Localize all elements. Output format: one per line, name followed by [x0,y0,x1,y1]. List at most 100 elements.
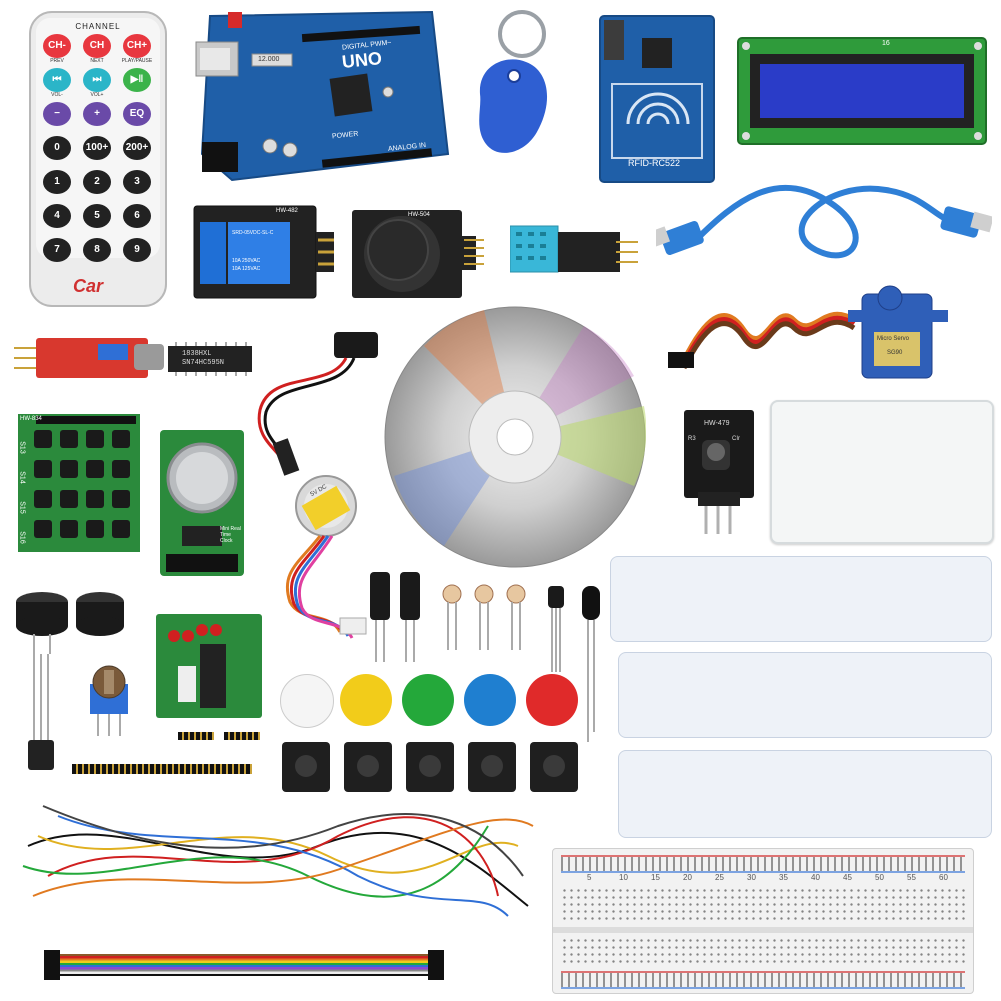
remote-button-face: − [43,102,71,126]
breadboard-column-number: 20 [683,873,692,882]
arduino-uno-board: UNO DIGITAL PWM~ ANALOG IN POWER 12.000 [192,4,450,184]
button-cap-yellow [340,674,392,726]
remote-button-face: EQ [123,102,151,126]
lcd-pin-label: 16 [882,40,890,47]
breadboard-holes-lower [561,937,965,967]
tactile-push-buttons [282,740,582,796]
remote-button[interactable]: − [38,100,76,132]
remote-button[interactable]: 200+ [118,134,156,166]
keypad-key[interactable] [34,520,52,538]
remote-button[interactable]: 5 [78,202,116,234]
keypad-key[interactable] [86,490,104,508]
remote-button-sublabel: VOL- [51,92,63,98]
remote-button[interactable]: CH-PREV [38,32,76,64]
ir-module-model: HW-479 [704,420,730,427]
keypad-key[interactable] [86,460,104,478]
remote-button[interactable]: 4 [38,202,76,234]
remote-button-face: 200+ [123,136,151,160]
breadboard-column-number: 15 [651,873,660,882]
keypad-key[interactable] [112,430,130,448]
tactile-button [406,742,454,792]
remote-button[interactable]: EQ [118,100,156,132]
jumper-wires-bundle [22,805,534,917]
remote-button[interactable]: ⏭VOL+ [78,66,116,98]
breadboard-holes-upper [561,887,965,923]
keypad-key[interactable] [86,430,104,448]
remote-button[interactable]: 7 [38,236,76,268]
pin-header-short-1 [178,732,214,740]
remote-button-face: 4 [43,204,71,228]
rfid-keyfob-tag [468,4,558,164]
remote-header: CHANNEL [75,22,121,31]
keypad-key[interactable] [34,430,52,448]
joystick-model-label: HW-504 [408,212,430,218]
keypad-key[interactable] [60,430,78,448]
breadboard-column-number: 45 [843,873,852,882]
keypad-key[interactable] [60,460,78,478]
remote-button[interactable]: 0 [38,134,76,166]
remote-button-face: 8 [83,238,111,262]
remote-button[interactable]: 1 [38,168,76,200]
breadboard-column-number: 30 [747,873,756,882]
remote-button-face: CH+ [123,34,151,58]
rfid-module-label: RFID-RC522 [628,158,681,168]
keypad-key[interactable] [112,490,130,508]
breadboard-column-number: 50 [875,873,884,882]
button-cap-green [402,674,454,726]
remote-button[interactable]: 6 [118,202,156,234]
uno-crystal-label: 12.000 [258,56,280,63]
tactile-button [344,742,392,792]
breadboard-column-number: 40 [811,873,820,882]
keypad-key[interactable] [86,520,104,538]
breadboard-column-number: 25 [715,873,724,882]
remote-button-face: 1 [43,170,71,194]
keypad-key[interactable] [60,490,78,508]
button-cap-blue [464,674,516,726]
acrylic-case-piece-3 [618,750,992,838]
ic-marking-1: 1838HXL [182,350,212,358]
remote-button-face: CH [83,34,111,58]
acrylic-case-piece-2 [618,652,992,738]
breadboard-column-number: 10 [619,873,628,882]
keypad-key[interactable] [34,460,52,478]
servo-label: Micro Servo [877,336,910,342]
rfid-rc522-module: RFID-RC522 [598,14,716,184]
remote-button[interactable]: 8 [78,236,116,268]
button-cap-white [280,674,334,728]
keypad-row-s14: S14 [18,471,26,484]
keypad-key[interactable] [34,490,52,508]
remote-button[interactable]: + [78,100,116,132]
remote-button-sublabel: PREV [50,58,64,64]
remote-button-face: 7 [43,238,71,262]
ir-receiver-component [28,654,54,770]
breadboard-column-number: 5 [587,873,592,882]
servo-model-label: SG90 [887,350,903,356]
remote-button[interactable]: ▶‖ [118,66,156,98]
keypad-key[interactable] [60,520,78,538]
remote-button[interactable]: 2 [78,168,116,200]
remote-button[interactable]: 3 [118,168,156,200]
relay-rating-1: 10A 250VAC [232,258,261,264]
remote-button[interactable]: ⏮VOL- [38,66,76,98]
photoresistors [442,584,526,650]
remote-button[interactable]: 100+ [78,134,116,166]
stepper-motor [285,475,367,639]
remote-button-face: ⏭ [83,68,111,92]
remote-button-sublabel: VOL+ [90,92,104,98]
software-cd-disc [384,306,647,568]
keypad-key[interactable] [112,520,130,538]
buzzers [16,592,124,654]
stepper-driver-board [156,614,262,718]
remote-button-face: CH- [43,34,71,58]
remote-button[interactable]: CH+PLAY/PAUSE [118,32,156,64]
remote-button[interactable]: 9 [118,236,156,268]
keypad-row-s16: S16 [18,531,26,544]
usb-cable [656,184,992,259]
sound-sensor-module [14,334,164,382]
keypad-key[interactable] [112,460,130,478]
breadboard-column-number: 35 [779,873,788,882]
